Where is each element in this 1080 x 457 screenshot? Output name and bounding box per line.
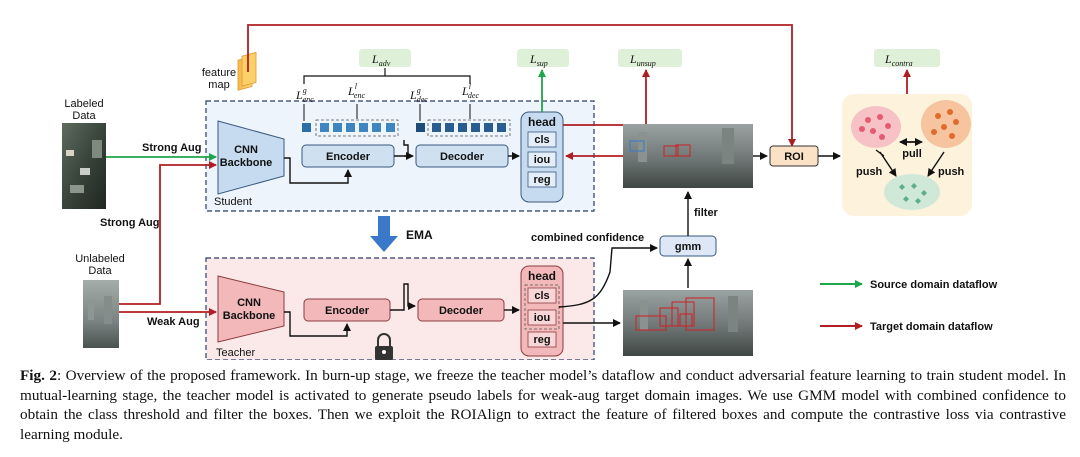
teacher-backbone-to-encoder <box>284 311 351 337</box>
combined-confidence-label: combined confidence <box>531 232 644 244</box>
strong-aug-target-arrow <box>119 161 217 305</box>
teacher-iou-label: iou <box>534 312 551 324</box>
encoder-to-decoder-path <box>394 140 409 157</box>
student-iou-box <box>527 151 557 168</box>
labeled-data-label-2: Data <box>72 110 96 122</box>
filtered-image <box>623 124 753 188</box>
student-reg-label: reg <box>533 174 550 186</box>
teacher-label: Teacher <box>216 347 255 359</box>
teacher-cnn-label-2: Backbone <box>223 310 276 322</box>
teacher-cnn-label: CNN <box>237 297 261 309</box>
teacher-reg-box <box>527 331 557 348</box>
push-arrow-left <box>879 151 897 177</box>
filter-label: filter <box>694 207 719 219</box>
teacher-encoder-label: Encoder <box>325 305 370 317</box>
enc-token-group <box>315 119 399 137</box>
push-arrow-right <box>927 151 945 177</box>
student-encoder-label: Encoder <box>326 151 371 163</box>
unlabeled-data-image <box>83 280 119 348</box>
cluster-green <box>884 174 940 210</box>
cluster-pink-points <box>859 114 891 140</box>
labeled-data-image <box>62 123 106 209</box>
student-tokens <box>302 123 506 132</box>
loss-sup: Lsup <box>529 52 548 68</box>
loss-unsup: Lunsup <box>629 52 656 68</box>
push-arrow-left-tail <box>875 149 885 157</box>
student-cls-label: cls <box>534 134 549 146</box>
cluster-pink <box>851 106 901 148</box>
dec-token-group <box>427 119 511 137</box>
student-label: Student <box>214 196 252 208</box>
cluster-green-points <box>899 183 927 204</box>
roi-label: ROI <box>784 151 804 163</box>
teacher-cnn-backbone <box>217 275 285 343</box>
feature-map-label: feature <box>202 67 236 79</box>
student-cnn-label: CNN <box>234 144 258 156</box>
teacher-decoder-label: Decoder <box>439 305 484 317</box>
loss-contra-box <box>874 49 940 67</box>
ema-arrow <box>370 216 398 252</box>
teacher-iou-box <box>527 309 557 326</box>
student-cnn-label-2: Backbone <box>220 157 273 169</box>
figure-caption: Fig. 2: Overview of the proposed framewo… <box>20 366 1066 444</box>
teacher-reg-label: reg <box>533 334 550 346</box>
unlabeled-data-label-2: Data <box>88 265 112 277</box>
loss-unsup-box <box>618 49 682 67</box>
teacher-cls-label: cls <box>534 290 549 302</box>
weak-aug-label: Weak Aug <box>147 316 200 328</box>
cluster-orange <box>921 100 971 148</box>
pseudo-label-image <box>623 290 753 356</box>
adv-bracket <box>303 68 471 84</box>
teacher-encoder-to-decoder <box>390 283 416 311</box>
cluster-orange-points <box>931 109 959 139</box>
gmm-label: gmm <box>675 241 702 253</box>
student-iou-label: iou <box>534 154 551 166</box>
figure-label: Fig. 2 <box>20 367 57 384</box>
conf-to-gmm-arrow <box>558 244 658 308</box>
loss-adv-box <box>359 49 411 67</box>
feature-map-icon <box>237 51 257 91</box>
legend-source-label: Source domain dataflow <box>870 279 998 291</box>
student-decoder-label: Decoder <box>440 151 485 163</box>
framework-diagram: Student Teacher Labeled Data Unlabeled D… <box>62 24 998 360</box>
strong-aug-mid-label: Strong Aug <box>100 217 159 229</box>
teacher-head-label: head <box>528 269 556 283</box>
student-reg-box <box>527 171 557 188</box>
student-head-label: head <box>528 115 556 129</box>
loss-contra: Lcontra <box>884 52 913 68</box>
push-right-label: push <box>938 166 965 178</box>
strong-aug-top-label: Strong Aug <box>142 142 201 154</box>
labeled-data-label: Labeled <box>64 98 103 110</box>
pull-label: pull <box>902 148 922 160</box>
feature-map-label-2: map <box>208 79 229 91</box>
student-cls-box <box>527 131 557 148</box>
legend-target-label: Target domain dataflow <box>870 321 993 333</box>
student-cnn-backbone <box>217 120 285 195</box>
unlabeled-data-label: Unlabeled <box>75 253 125 265</box>
feature-map-to-roi-arrow <box>247 24 796 147</box>
backbone-to-encoder <box>284 157 352 184</box>
lock-icon <box>375 333 393 360</box>
loss-sup-box <box>517 49 569 67</box>
teacher-cls-box <box>527 287 557 304</box>
loss-adv: Ladv <box>371 52 391 68</box>
ema-label: EMA <box>406 228 433 242</box>
push-left-label: push <box>856 166 883 178</box>
caption-text: : Overview of the proposed framework. In… <box>20 367 1066 443</box>
